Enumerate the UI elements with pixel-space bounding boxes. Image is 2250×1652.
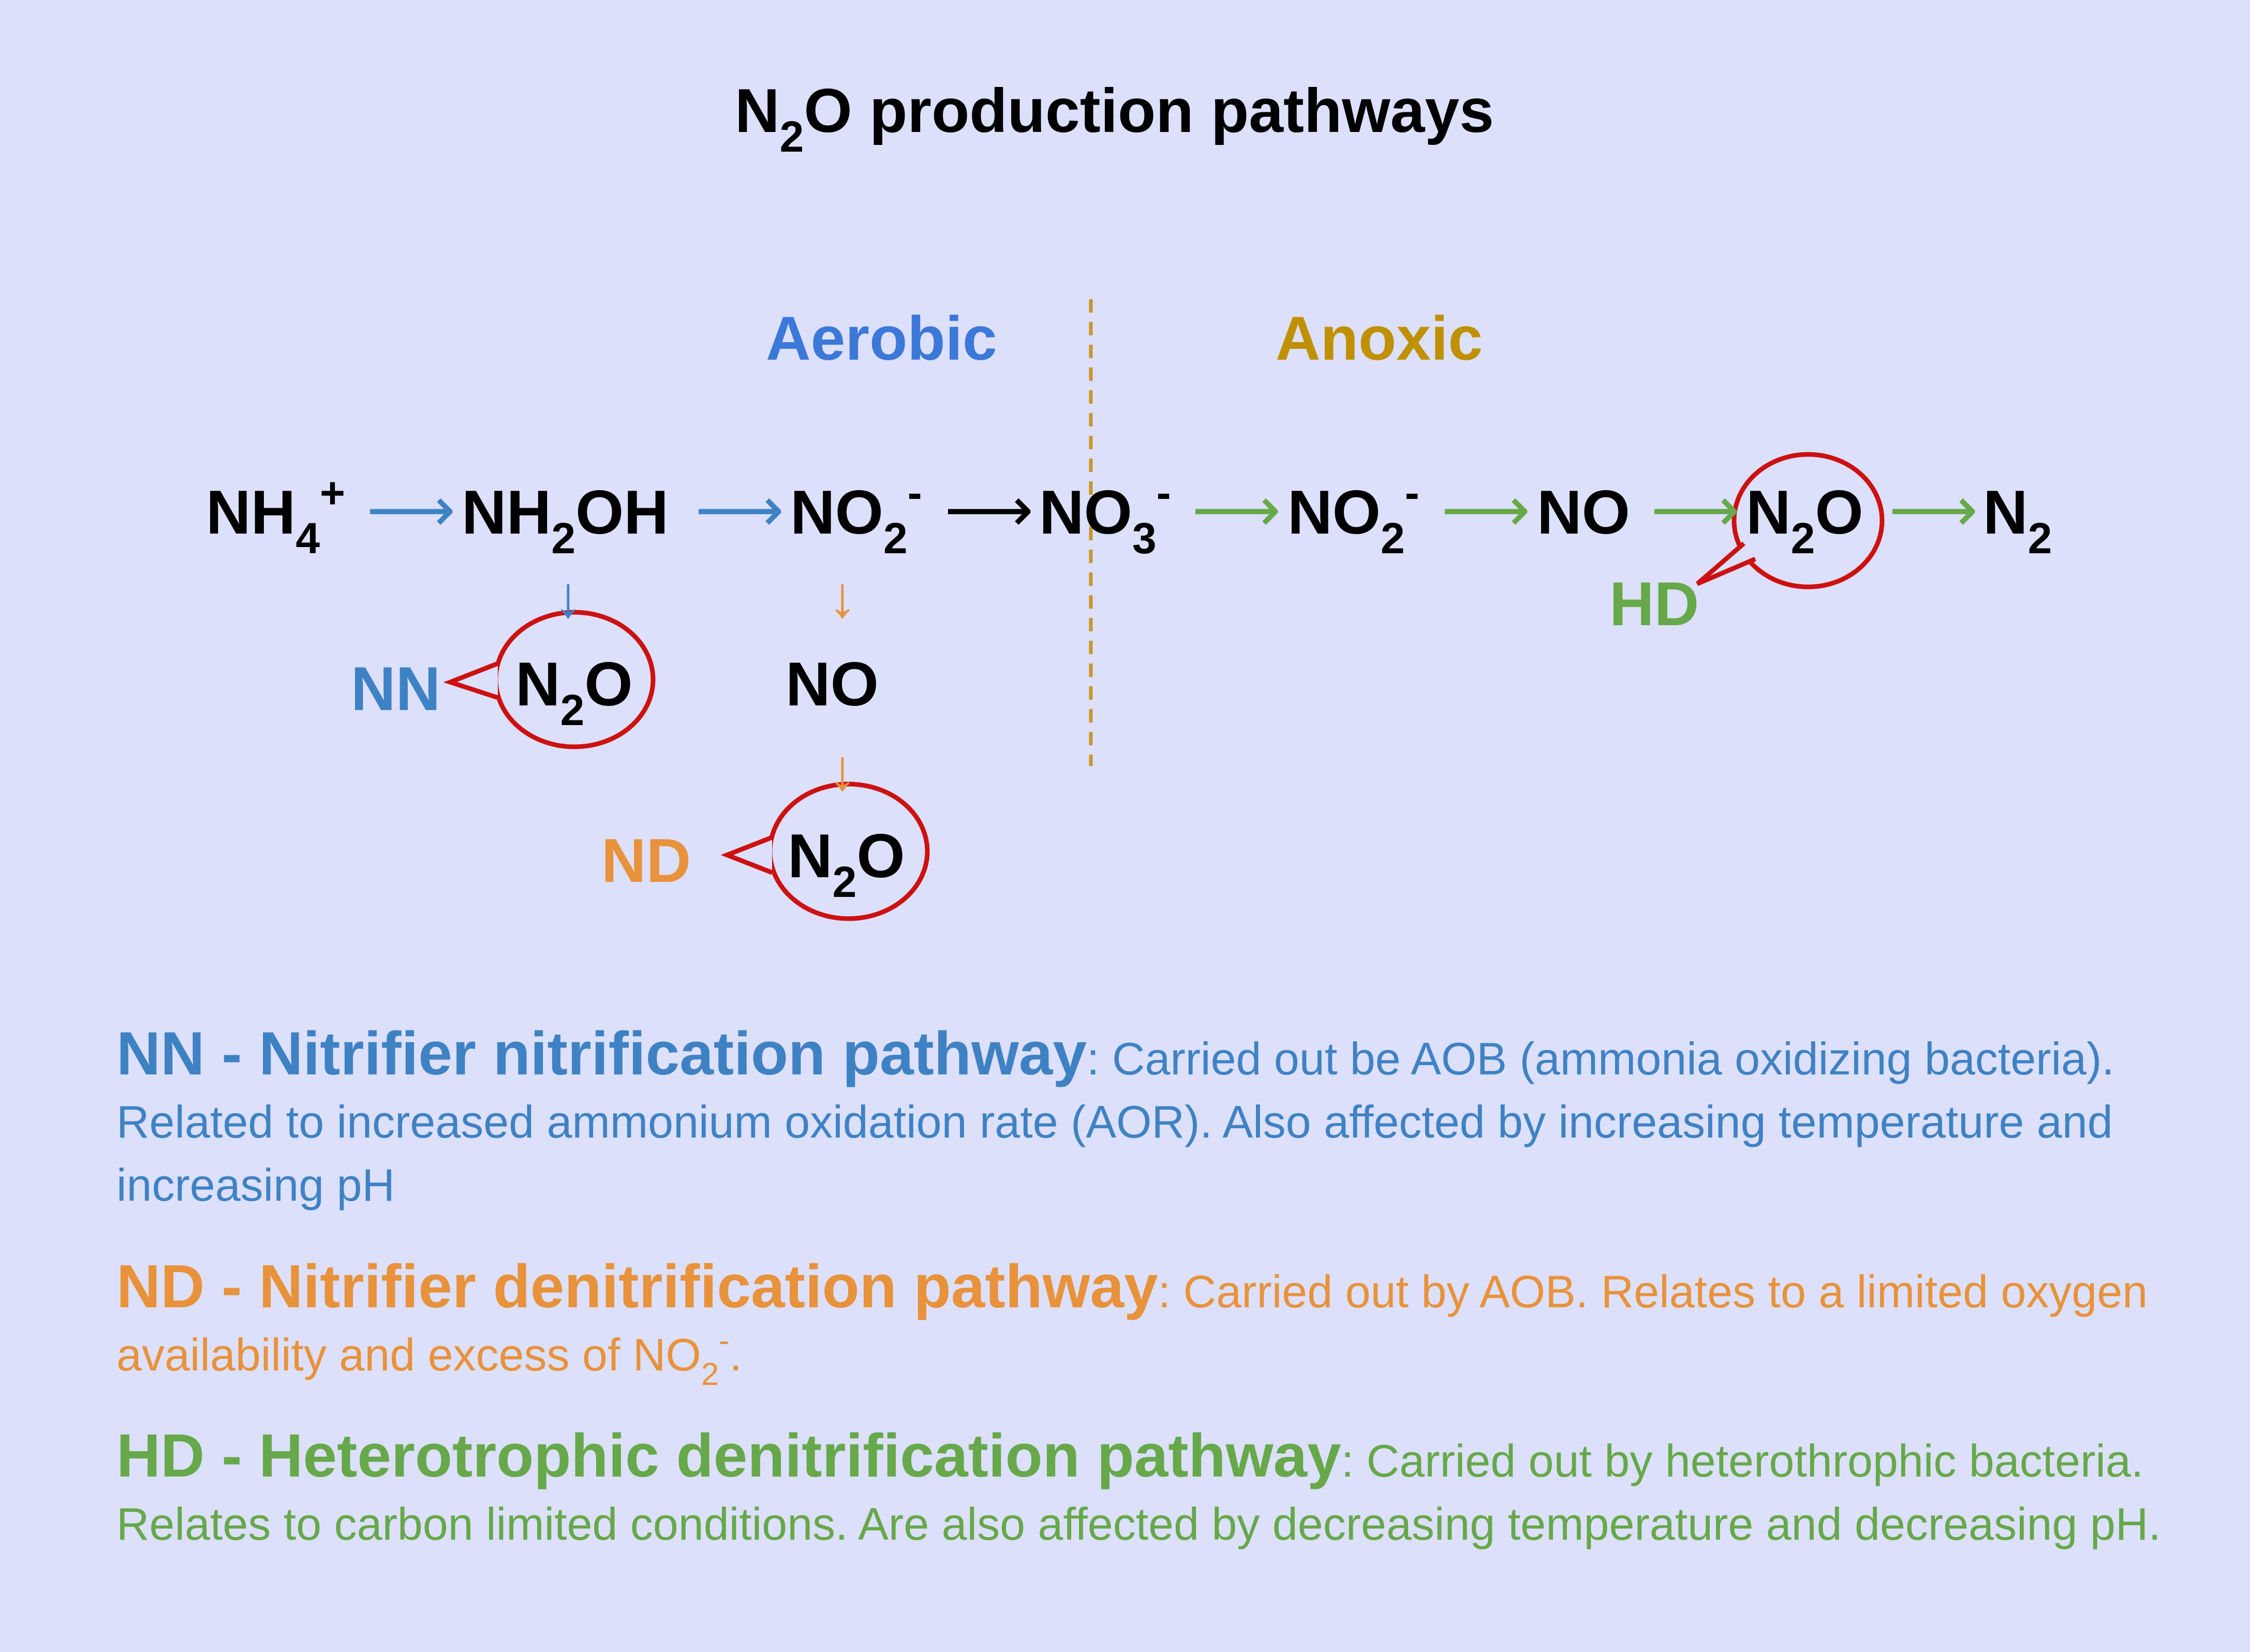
nn-description-heading: NN - Nitrifier nitrification pathway <box>116 1020 1087 1088</box>
arrow-nh4-nh2oh: ⟶ <box>366 475 456 544</box>
anoxic-label: Anoxic <box>1276 304 1483 373</box>
arrow-n2o-n2: ⟶ <box>1889 475 1978 544</box>
page-title: N2O production pathways <box>735 76 1494 161</box>
nh2oh-hydroxylamine: NH2OH <box>462 478 669 563</box>
nn-down-arrow: ↓ <box>554 565 583 629</box>
nn-n2o: N2O <box>515 650 633 734</box>
nd-no: NO <box>786 650 879 719</box>
hd-n2o-bubble <box>1696 452 1885 589</box>
no-nitric-oxide: NO <box>1537 478 1630 547</box>
arrow-no2-no: ⟶ <box>1441 475 1531 544</box>
nd-description: ND - Nitrifier denitrification pathway: … <box>116 1252 2148 1392</box>
nh4-ammonium: NH4+ <box>206 468 346 563</box>
no2-anoxic-nitrite: NO2- <box>1287 468 1419 563</box>
aerobic-label: Aerobic <box>766 304 997 373</box>
nd-n2o: N2O <box>788 821 905 906</box>
hd-description-heading: HD - Heterotrophic denitrification pathw… <box>116 1422 1341 1490</box>
n2-dinitrogen: N2 <box>1983 478 2052 563</box>
nn-label: NN <box>351 654 441 724</box>
nn-description: NN - Nitrifier nitrification pathway: Ca… <box>116 1020 2114 1211</box>
nd-down-arrow-1: ↓ <box>828 565 857 629</box>
no2-aerobic-nitrite: NO2- <box>790 468 922 563</box>
arrow-no2-no3: ⟶ <box>944 475 1034 544</box>
arrow-no3-no2: ⟶ <box>1192 475 1281 544</box>
hd-description: HD - Heterotrophic denitrification pathw… <box>116 1422 2161 1550</box>
nd-down-arrow-2: ↓ <box>828 738 857 802</box>
nn-n2o-bubble <box>443 610 656 749</box>
n2o-chain: N2O <box>1746 478 1863 563</box>
no3-nitrate: NO3- <box>1039 468 1171 563</box>
hd-label: HD <box>1609 569 1699 639</box>
nd-description-heading: ND - Nitrifier denitrification pathway <box>116 1252 1158 1321</box>
nd-n2o-bubble <box>720 781 930 921</box>
arrow-nh2oh-no2: ⟶ <box>695 475 784 544</box>
nd-label: ND <box>601 826 691 895</box>
arrow-no-n2o: ⟶ <box>1651 475 1740 544</box>
